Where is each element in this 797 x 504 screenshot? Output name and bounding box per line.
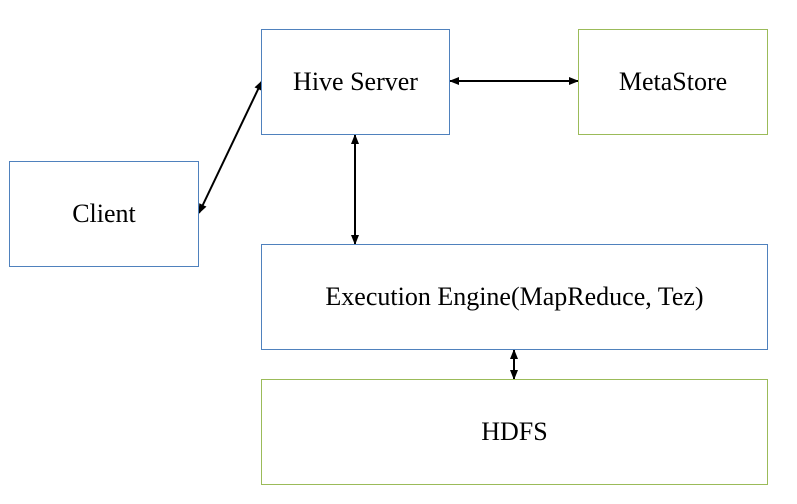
metastore-box: MetaStore bbox=[578, 29, 768, 135]
client-box: Client bbox=[9, 161, 199, 267]
edge-client-hive-server bbox=[198, 80, 263, 214]
execution-engine-label: Execution Engine(MapReduce, Tez) bbox=[325, 282, 704, 311]
hdfs-label: HDFS bbox=[481, 417, 548, 446]
hive-server-box: Hive Server bbox=[261, 29, 450, 135]
metastore-label: MetaStore bbox=[618, 67, 728, 96]
hdfs-box: HDFS bbox=[261, 379, 768, 485]
hive-server-label: Hive Server bbox=[293, 67, 418, 96]
execution-engine-box: Execution Engine(MapReduce, Tez) bbox=[261, 244, 768, 350]
client-label: Client bbox=[72, 199, 136, 228]
